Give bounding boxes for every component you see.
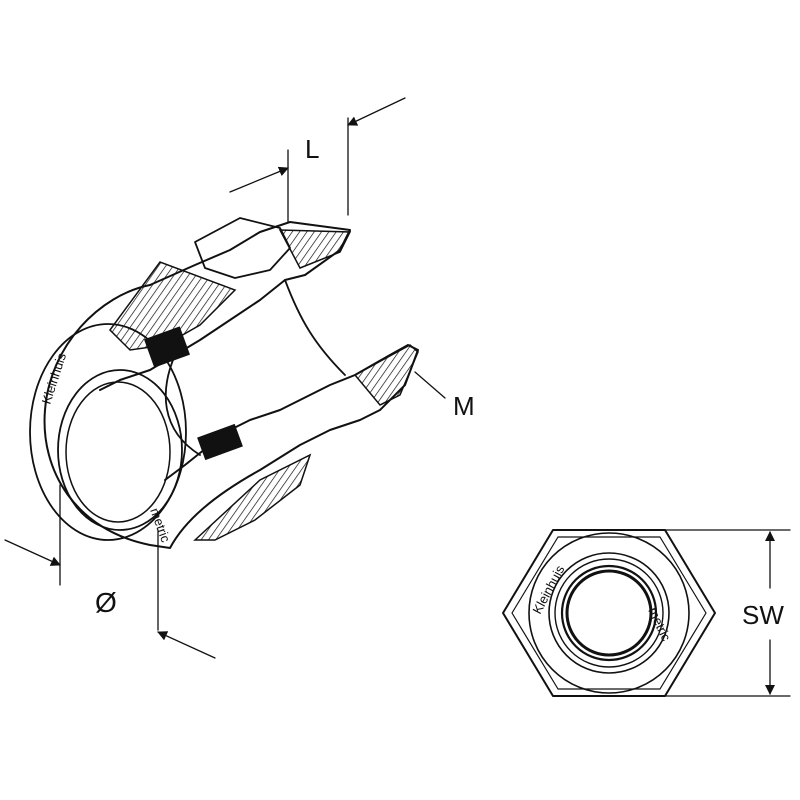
hex-body-top: [194, 217, 291, 279]
thread-bottom: [353, 344, 419, 406]
seal-ring-inner: [560, 564, 658, 662]
thread-top: [278, 229, 352, 269]
length-label: L: [305, 134, 319, 164]
seal-insert-bottom: [197, 423, 243, 461]
thread-label: M: [453, 391, 475, 421]
outer-rim: [29, 323, 187, 541]
dome-nut-outline: [43, 284, 419, 549]
system-engraving: metric: [147, 506, 173, 545]
hex-chamfer: [511, 536, 707, 690]
bore-circle: [565, 569, 653, 657]
length-dimension: L: [229, 97, 406, 223]
hex-front-view: Kleinhuis metric: [502, 529, 716, 697]
diameter-label: Ø: [95, 587, 117, 618]
knurl-bottom: [193, 453, 312, 541]
inner-bore: [57, 369, 183, 531]
cutaway-gland-view: Kleinhuis metric: [29, 217, 419, 549]
across-flats-dimension: SW: [664, 529, 791, 697]
diameter-dimension: Ø: [4, 484, 216, 659]
seal-ring-outer: [548, 552, 670, 674]
brand-engraving: Kleinhuis: [39, 351, 70, 406]
inner-bore-lip: [65, 381, 171, 523]
seal-ring-mid: [554, 558, 664, 668]
hex-face-circle: [528, 532, 690, 694]
seal-insert-top: [144, 326, 190, 368]
across-flats-label: SW: [742, 600, 784, 630]
knurl-top: [109, 261, 237, 351]
thread-callout: M: [414, 371, 475, 421]
